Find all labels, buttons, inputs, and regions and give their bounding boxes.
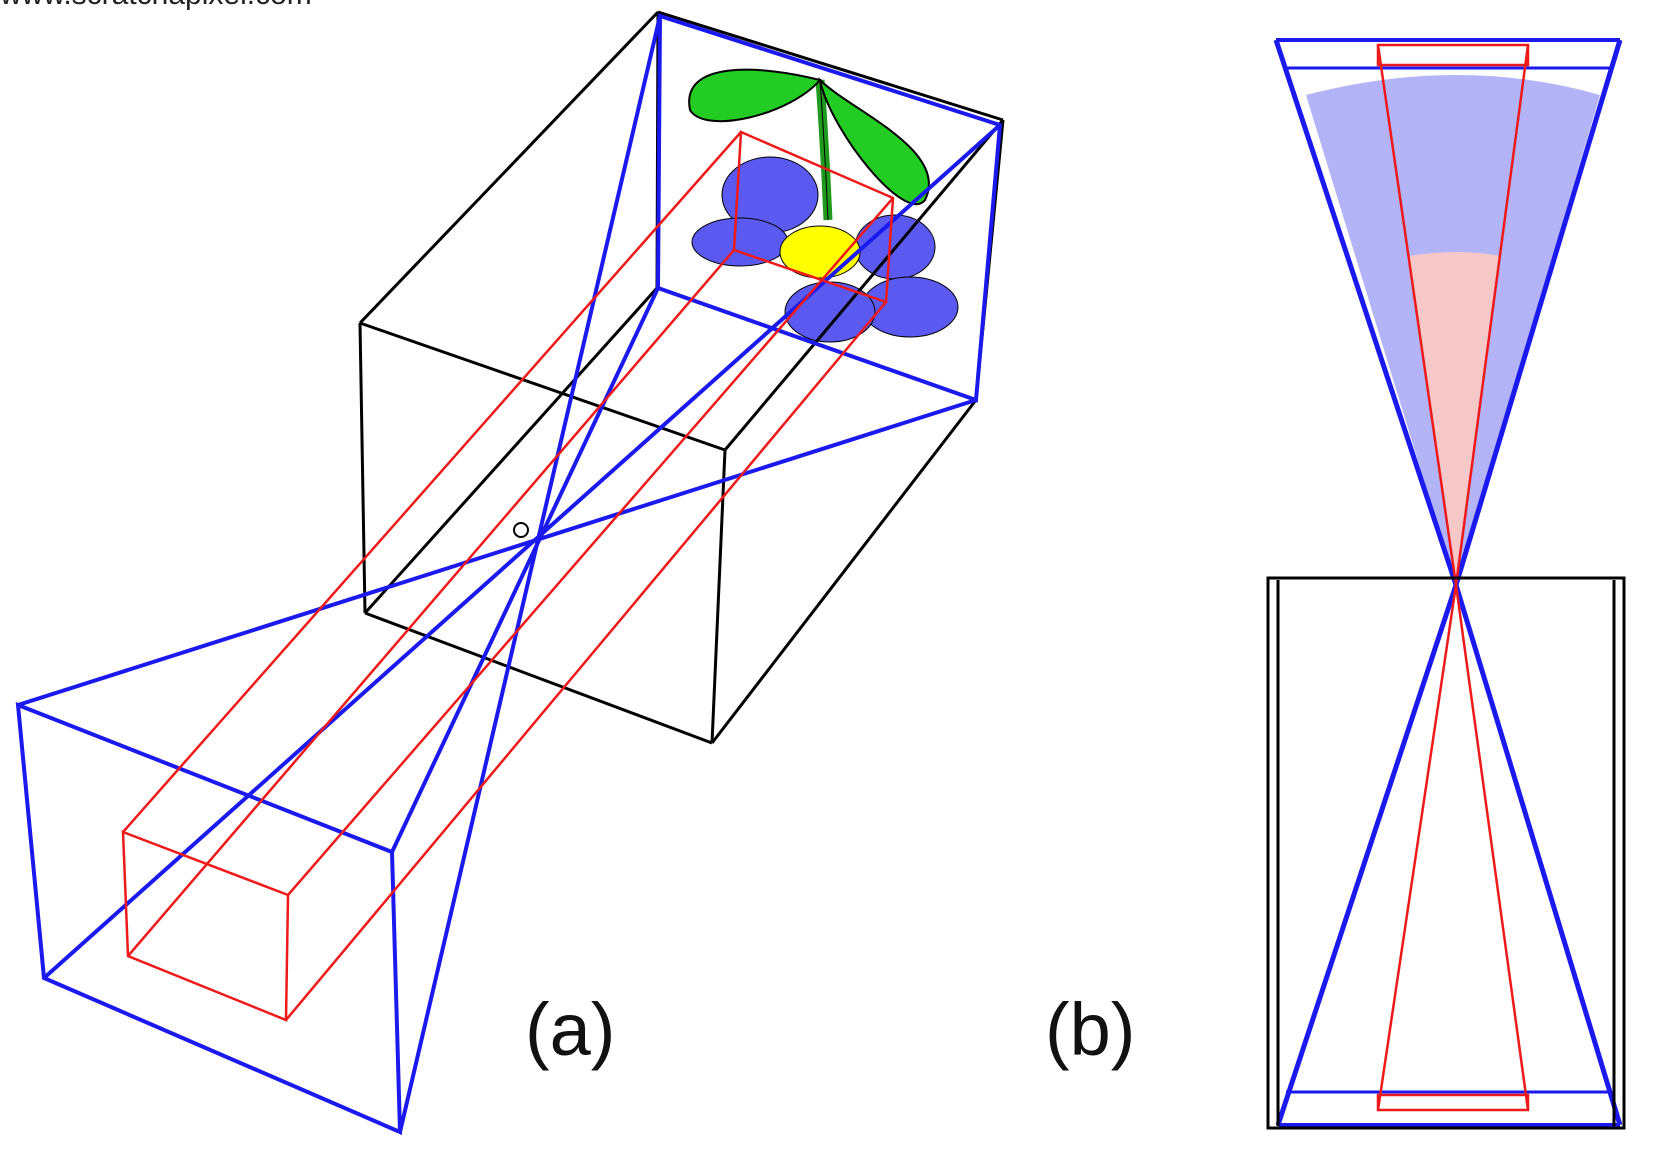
leaf-right xyxy=(818,76,930,205)
panel-a-diagram xyxy=(15,10,1005,1136)
pinhole-point xyxy=(513,522,529,538)
blue-frustum-side xyxy=(1273,38,1623,1127)
flower-illustration xyxy=(688,68,959,343)
blue-frustum xyxy=(15,13,1003,1136)
panel-b-label: (b) xyxy=(1045,988,1136,1071)
petal xyxy=(861,276,959,338)
panel-a-label: (a) xyxy=(525,988,616,1071)
red-fov-fill xyxy=(1408,252,1500,585)
camera-box-side xyxy=(1266,576,1626,1130)
leaf-left xyxy=(688,68,822,123)
petal xyxy=(691,217,789,267)
watermark-text: www.scratchapixel.com xyxy=(0,0,312,12)
flower-stem-outline xyxy=(819,79,829,221)
red-frustum xyxy=(121,130,895,1022)
panel-b-diagram xyxy=(1266,38,1626,1130)
red-frustum-side xyxy=(1376,43,1530,1112)
